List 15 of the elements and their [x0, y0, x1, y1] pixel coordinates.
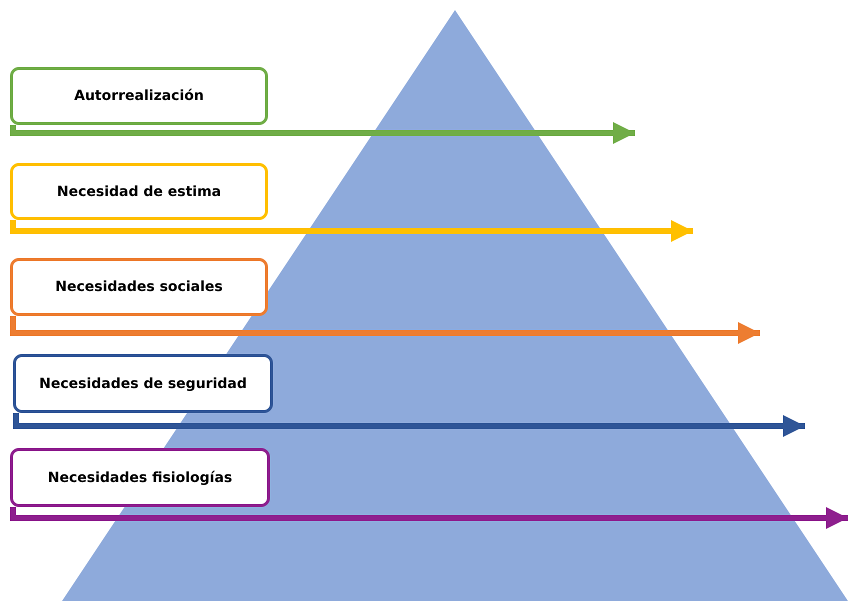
arrow — [13, 413, 805, 437]
level-label: Necesidades de seguridad — [39, 376, 247, 392]
label-box — [10, 448, 270, 507]
label-box — [10, 258, 268, 316]
arrow — [10, 507, 848, 529]
arrow — [10, 122, 635, 144]
level-label: Necesidades sociales — [55, 279, 223, 295]
level-label: Necesidad de estima — [56, 184, 222, 200]
label-box — [10, 163, 268, 220]
label-box — [10, 67, 268, 125]
level-label: Necesidades fisiologías — [48, 470, 232, 486]
arrow — [10, 220, 693, 242]
label-box — [13, 354, 273, 413]
level-label: Autorrealización — [74, 88, 204, 104]
arrow — [10, 316, 760, 344]
